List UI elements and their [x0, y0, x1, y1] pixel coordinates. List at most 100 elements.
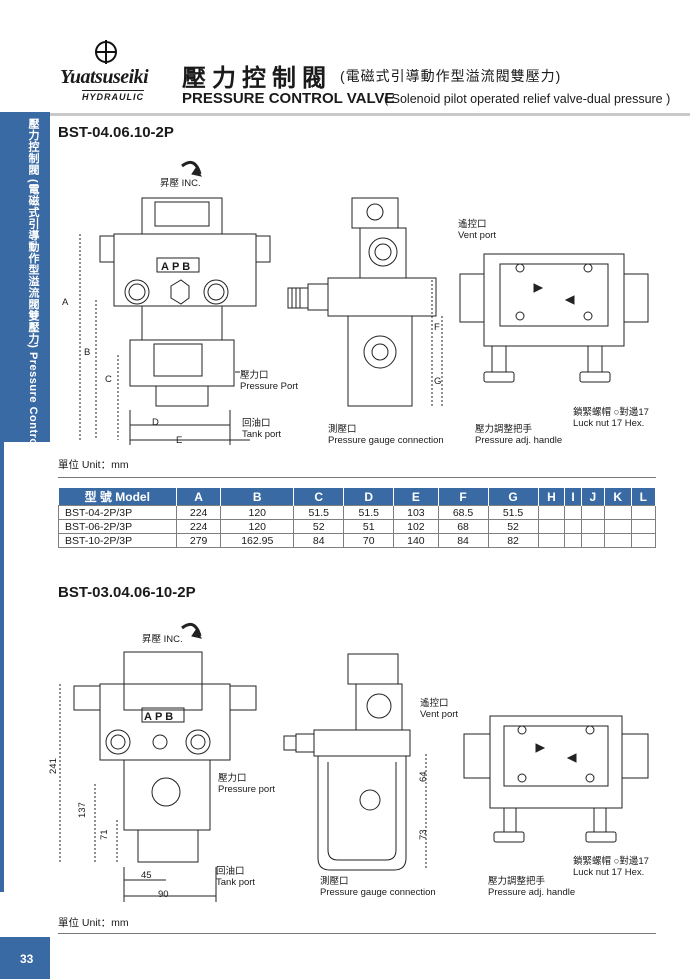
table-header-row: 型 號 Model A B C D E F G H I J K L: [58, 488, 657, 506]
table-cell: 68: [437, 519, 489, 534]
sidebar-edge: [0, 442, 4, 892]
table-cell: [603, 519, 632, 534]
table-cell: 120: [220, 505, 295, 520]
dim-90: 90: [158, 889, 169, 900]
table-header-cell: 型 號 Model: [58, 488, 177, 506]
title-english: PRESSURE CONTROL VALVE: [182, 90, 395, 107]
section2-tank-port-label: 回油口 Tank port: [216, 866, 256, 888]
brand-sub: HYDRAULIC: [82, 90, 144, 102]
table-cell: [630, 519, 657, 534]
section2-unit: 單位 Unit：mm: [58, 917, 129, 929]
section1-front-view: [60, 150, 290, 450]
title-chinese-sub: (電磁式引導動作型溢流閥雙壓力): [340, 68, 562, 84]
dim-45: 45: [141, 870, 152, 881]
table-cell: 82: [487, 533, 539, 548]
table-cell: [630, 533, 657, 548]
section1-tank-port-label: 回油口 Tank port: [242, 418, 282, 440]
table-cell: BST-06-2P/3P: [58, 519, 177, 534]
table-header-cell: I: [564, 488, 582, 506]
table-header-cell: K: [604, 488, 632, 506]
sidebar-tab: 壓力控制閥 (電磁式引導動作型溢流閥雙壓力) Pressure Control …: [0, 112, 50, 778]
table-cell: [603, 533, 632, 548]
section2-pressure-port-label: 壓力口 Pressure port: [218, 773, 276, 795]
section1-inc-label: 昇壓 INC.: [160, 178, 201, 189]
section2-vent-label: 遙控口 Vent port: [420, 698, 459, 720]
table-cell: [537, 533, 566, 548]
section2-gauge-label: 測壓口 Pressure gauge connection: [320, 876, 436, 898]
table-header-cell: D: [343, 488, 395, 506]
spec-table: 型 號 Model A B C D E F G H I J K L BST-04…: [58, 488, 657, 548]
table-cell: 52: [293, 519, 345, 534]
table-cell: BST-04-2P/3P: [58, 505, 177, 520]
table-cell: [564, 533, 582, 548]
section1-gauge-label: 測壓口 Pressure gauge connection: [328, 424, 444, 446]
table-header-cell: L: [631, 488, 657, 506]
section1-unit: 單位 Unit：mm: [58, 459, 129, 471]
section1-nut-label: 鎖緊螺帽 ○對邊17 Luck nut 17 Hex.: [573, 407, 649, 429]
table-header-cell: A: [176, 488, 222, 506]
section2-top-view: [458, 712, 654, 852]
section2-rule: [58, 933, 656, 934]
table-cell: 51: [343, 519, 395, 534]
table-cell: 70: [343, 533, 395, 548]
section2-nut-label: 鎖緊螺帽 ○對邊17 Luck nut 17 Hex.: [573, 856, 649, 878]
table-cell: [537, 519, 566, 534]
logo-mark-icon: [94, 40, 118, 64]
table-cell: [580, 519, 605, 534]
section1-adj-label: 壓力調整把手 Pressure adj. handle: [475, 424, 563, 446]
brand-logo: Yuatsuseiki HYDRAULIC: [60, 40, 172, 106]
dim-64: 64: [418, 771, 429, 782]
section1-top-view: [454, 250, 654, 400]
table-cell: 52: [487, 519, 539, 534]
section2-adj-label: 壓力調整把手 Pressure adj. handle: [488, 876, 576, 898]
table-cell: [580, 505, 605, 520]
dim-137: 137: [77, 802, 88, 818]
section1-panel-label: APB: [161, 261, 194, 273]
dim-241: 241: [48, 758, 59, 774]
section2-panel-label: APB: [144, 711, 177, 723]
table-header-cell: H: [538, 488, 566, 506]
table-cell: 102: [393, 519, 439, 534]
table-header-cell: G: [488, 488, 539, 506]
table-cell: 51.5: [343, 505, 395, 520]
section1-rule: [58, 477, 656, 478]
table-cell: BST-10-2P/3P: [58, 533, 177, 548]
brand-name: Yuatsuseiki: [60, 66, 149, 88]
table-row: BST-06-2P/3P 224 120 52 51 102 68 52: [58, 519, 657, 534]
dim-d: D: [152, 417, 159, 428]
section2-title: BST-03.04.06-10-2P: [58, 584, 196, 601]
table-header-cell: C: [293, 488, 345, 506]
table-cell: [564, 519, 582, 534]
table-cell: 51.5: [293, 505, 345, 520]
section2-inc-label: 昇壓 INC.: [142, 634, 183, 645]
header-rule: [50, 113, 690, 116]
dim-f: F: [434, 322, 440, 333]
table-header-cell: J: [581, 488, 605, 506]
dim-73: 73: [418, 829, 429, 840]
table-cell: 140: [393, 533, 439, 548]
table-row: BST-04-2P/3P 224 120 51.5 51.5 103 68.5 …: [58, 505, 657, 520]
page-header: Yuatsuseiki HYDRAULIC 壓力控制閥 (電磁式引導動作型溢流閥…: [0, 0, 690, 118]
table-cell: [603, 505, 632, 520]
dim-c: C: [105, 374, 112, 385]
table-cell: [564, 505, 582, 520]
dim-71: 71: [99, 829, 110, 840]
section2-side-view: [278, 650, 438, 880]
section1-side-view: [280, 192, 450, 422]
table-cell: [537, 505, 566, 520]
section2-front-view: [50, 612, 290, 907]
page-number: 33: [0, 937, 50, 979]
sidebar-label: 壓力控制閥 (電磁式引導動作型溢流閥雙壓力) Pressure Control …: [27, 118, 39, 779]
dim-a: A: [62, 297, 69, 308]
table-cell: 84: [293, 533, 345, 548]
dim-b: B: [84, 347, 91, 358]
table-cell: 68.5: [437, 505, 489, 520]
section1-vent-label: 遙控口 Vent port: [458, 219, 497, 241]
table-cell: [630, 505, 657, 520]
section1-pressure-port-label: 壓力口 Pressure Port: [240, 370, 299, 392]
dim-e: E: [176, 435, 183, 446]
table-header-cell: E: [393, 488, 439, 506]
table-cell: 279: [175, 533, 222, 548]
section1-title: BST-04.06.10-2P: [58, 124, 174, 141]
title-english-sub: ( Solenoid pilot operated relief valve-d…: [384, 92, 671, 106]
